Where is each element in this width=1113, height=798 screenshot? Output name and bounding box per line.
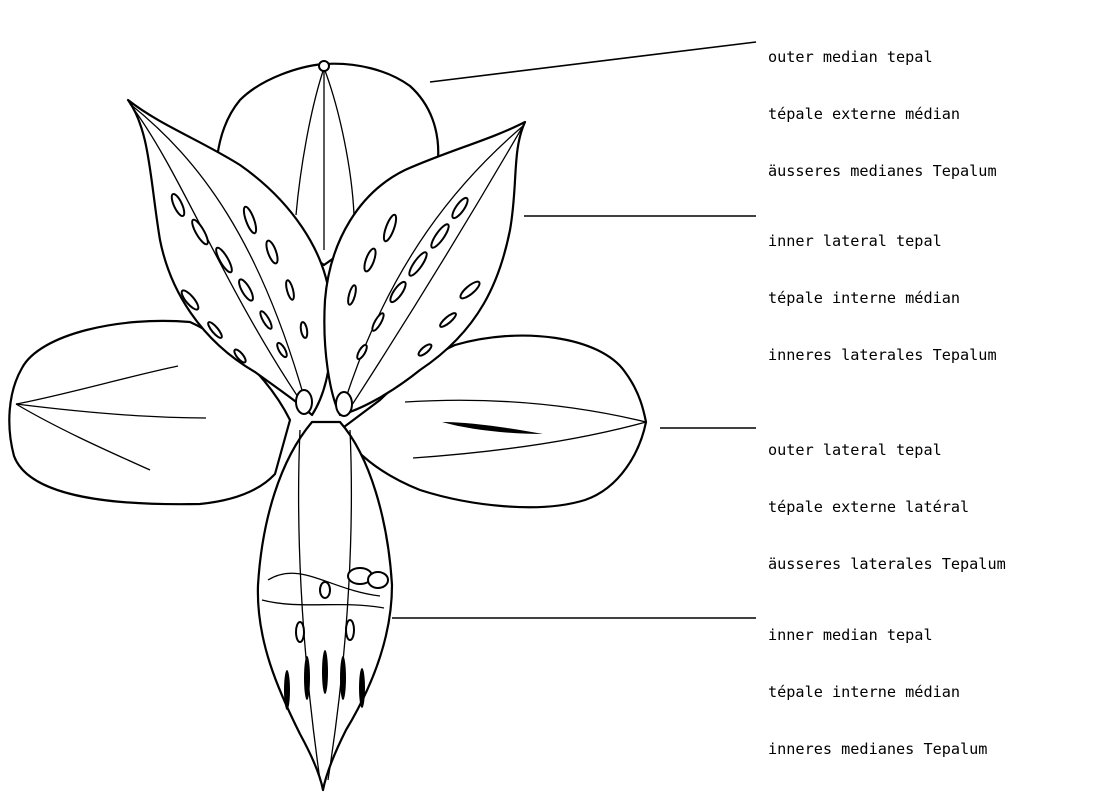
inner-median-tepal (258, 422, 392, 790)
label-en: outer lateral tepal (768, 441, 1006, 460)
label-fr: tépale interne médian (768, 683, 987, 702)
label-de: inneres laterales Tepalum (768, 346, 997, 365)
label-de: inneres medianes Tepalum (768, 740, 987, 759)
label-de: äusseres medianes Tepalum (768, 162, 997, 181)
label-en: inner lateral tepal (768, 232, 997, 251)
label-en: inner median tepal (768, 626, 987, 645)
label-en: outer median tepal (768, 48, 997, 67)
label-de: äusseres laterales Tepalum (768, 555, 1006, 574)
label-outer-median-tepal: outer median tepal tépale externe médian… (768, 10, 997, 200)
label-fr: tépale externe latéral (768, 498, 1006, 517)
label-fr: tépale interne médian (768, 289, 997, 308)
label-inner-median-tepal: inner median tepal tépale interne médian… (768, 588, 987, 778)
leader-outer-median (430, 42, 756, 82)
label-outer-lateral-tepal: outer lateral tepal tépale externe latér… (768, 403, 1006, 593)
label-inner-lateral-tepal: inner lateral tepal tépale interne média… (768, 194, 997, 384)
label-fr: tépale externe médian (768, 105, 997, 124)
